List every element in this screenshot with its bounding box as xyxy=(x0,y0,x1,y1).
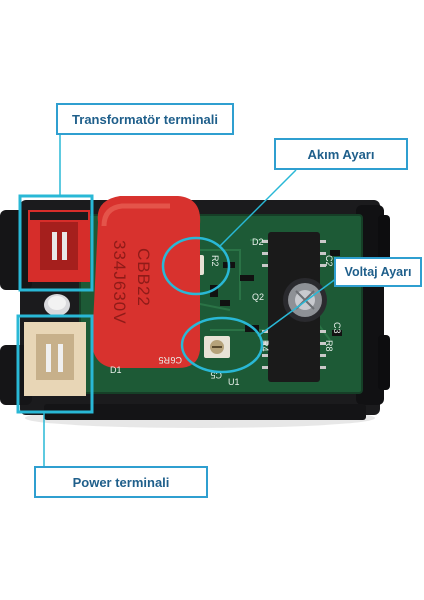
transformer-terminal-highlight xyxy=(18,194,94,292)
pcb-mark-r8: R8 xyxy=(324,340,334,352)
pcb-mark-c2: C2 xyxy=(324,255,334,267)
silver-component xyxy=(44,294,70,316)
transformer-connector xyxy=(28,210,90,282)
voltage-leader xyxy=(257,277,338,337)
pcb-mark-r2: R2 xyxy=(210,255,220,267)
pcb-mark-c5: C5 xyxy=(210,370,222,380)
pcb-mark-c6: C6 xyxy=(170,355,182,365)
pcb-mark-q2: Q2 xyxy=(252,292,264,302)
transformer-terminal-label: Transformatör terminali xyxy=(56,103,234,135)
current-leader xyxy=(219,169,297,247)
capacitor-marking-line2: 334J630V xyxy=(110,240,129,325)
pcb-mark-r4: R4 xyxy=(260,340,270,352)
pcb-mark-c3: C3 xyxy=(332,322,342,334)
pcb-mark-d2: D2 xyxy=(252,237,264,247)
pcb-mark-u1: U1 xyxy=(228,377,240,387)
pcb-mark-r5: R5 xyxy=(158,355,170,365)
capacitor-marking-line1: CBB22 xyxy=(134,248,153,307)
voltage-trimmer xyxy=(204,336,230,358)
voltage-adjust-highlight xyxy=(180,316,264,374)
power-connector xyxy=(24,322,86,396)
current-adjust-highlight xyxy=(161,236,231,296)
film-capacitor: CBB22 334J630V xyxy=(92,196,201,368)
power-terminal-label: Power terminali xyxy=(34,466,208,498)
electrolytic-capacitor xyxy=(283,278,327,322)
power-terminal-highlight xyxy=(16,314,94,414)
pcb-mark-d1: D1 xyxy=(110,365,122,375)
voltage-adjust-label: Voltaj Ayarı xyxy=(334,257,422,287)
current-adjust-label: Akım Ayarı xyxy=(274,138,408,170)
